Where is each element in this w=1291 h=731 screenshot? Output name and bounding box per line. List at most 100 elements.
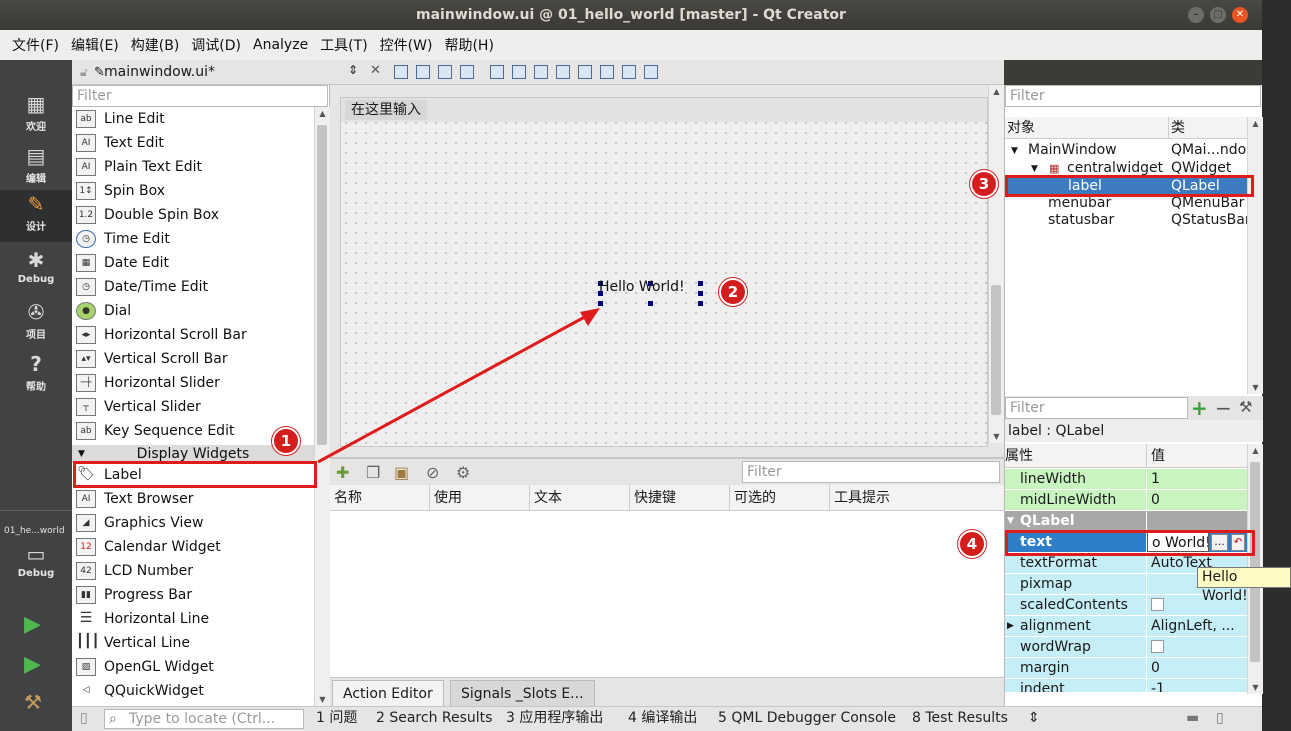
output-qml-debugger[interactable]: 5 QML Debugger Console [718,710,897,726]
prop-scaledcontents[interactable]: scaledContents [1005,595,1247,616]
menu-debug[interactable]: 调试(D) [191,38,242,54]
break-layout-icon[interactable] [622,65,636,79]
resize-handle[interactable] [698,291,703,296]
resize-handle[interactable] [648,281,653,286]
menu-edit[interactable]: 编辑(E) [70,38,119,54]
mode-debug[interactable]: ✱ Debug [0,246,72,298]
layout-horizontal-icon[interactable] [490,65,504,79]
property-filter-input[interactable]: Filter [1005,397,1188,419]
more-panes-icon[interactable]: ⇕ [1028,710,1040,726]
tree-row-centralwidget[interactable]: ▼ ▦ centralwidget QWidget [1005,160,1247,177]
reset-icon[interactable]: ↶ [1231,534,1245,551]
widget-opengl[interactable]: ▨OpenGL Widget [72,655,314,679]
scroll-up-icon[interactable]: ▲ [1252,119,1259,128]
expand-arrow-icon[interactable]: ▼ [1011,146,1018,156]
widget-qquickwidget[interactable]: ◁QQuickWidget [72,679,314,703]
adjust-size-icon[interactable] [644,65,658,79]
word-wrap-checkbox[interactable] [1151,640,1164,653]
scroll-up-icon[interactable]: ▲ [319,109,326,118]
widget-vertical-scroll-bar[interactable]: ▴▾Vertical Scroll Bar [72,347,314,371]
layout-vertical-icon[interactable] [512,65,526,79]
close-icon[interactable]: ✕ [1232,7,1248,23]
mode-design[interactable]: ✎ 设计 [0,190,72,242]
prop-value[interactable]: 1 [1151,471,1160,487]
widget-horizontal-line[interactable]: ☰Horizontal Line [72,607,314,631]
col-object[interactable]: 对象 [1005,117,1169,138]
mode-projects[interactable]: ✇ 项目 [0,298,72,350]
layout-form-icon[interactable] [578,65,592,79]
progress-details-icon[interactable]: ▬ [1186,710,1200,726]
edit-buddies-icon[interactable] [438,65,452,79]
scroll-thumb[interactable] [317,125,327,445]
new-action-icon[interactable]: ✚ [336,463,350,482]
locator-input[interactable]: ⌕ Type to locate (Ctrl... [104,709,304,729]
prop-value[interactable]: AlignLeft, ... [1151,618,1235,634]
close-document-icon[interactable]: ✕ [370,63,381,78]
edit-signals-icon[interactable] [416,65,430,79]
prop-value[interactable]: 0 [1151,660,1160,676]
mode-welcome[interactable]: ▦ 欢迎 [0,90,72,142]
col-value[interactable]: 值 [1151,448,1165,464]
col-shortcut[interactable]: 快捷键 [630,485,730,510]
widget-date-edit[interactable]: ▦Date Edit [72,251,314,275]
resize-handle[interactable] [698,281,703,286]
mode-help[interactable]: ? 帮助 [0,350,72,402]
tab-action-editor[interactable]: Action Editor [332,680,444,707]
widget-datetime-edit[interactable]: ◷Date/Time Edit [72,275,314,299]
menu-analyze[interactable]: Analyze [253,37,309,53]
menu-help[interactable]: 帮助(H) [444,38,494,54]
scroll-down-icon[interactable]: ▼ [993,432,1000,441]
run-icon[interactable]: ▶ [24,612,41,637]
mode-edit[interactable]: ▤ 编辑 [0,142,72,194]
wrench-icon[interactable]: ⚒ [1239,398,1253,416]
scroll-down-icon[interactable]: ▼ [1252,383,1259,392]
tree-row-menubar[interactable]: menubar QMenuBar [1005,195,1247,212]
remove-property-icon[interactable]: − [1215,396,1232,420]
output-issues[interactable]: 1 问题 [316,710,358,726]
widget-horizontal-slider[interactable]: ─┼Horizontal Slider [72,371,314,395]
target-selector[interactable]: ▭ Debug [0,540,72,592]
scroll-thumb[interactable] [991,285,1001,415]
add-property-icon[interactable]: + [1191,396,1208,420]
scroll-thumb[interactable] [1250,462,1260,662]
debug-run-icon[interactable]: ▶ [24,652,41,677]
widget-time-edit[interactable]: ◷Time Edit [72,227,314,251]
splitter-vertical-icon[interactable] [556,65,570,79]
col-class[interactable]: 类 [1171,120,1185,136]
gear-icon[interactable]: ⚙ [456,463,471,482]
delete-icon[interactable]: ⊘ [426,463,440,482]
minimize-icon[interactable]: – [1188,7,1204,23]
tree-row-statusbar[interactable]: statusbar QStatusBar [1005,212,1251,229]
prop-value[interactable]: -1 [1151,681,1165,693]
widget-spin-box[interactable]: 1↕Spin Box [72,179,314,203]
col-text[interactable]: 文本 [530,485,630,510]
ellipsis-button[interactable]: ... [1211,534,1228,551]
scaled-contents-checkbox[interactable] [1151,598,1164,611]
category-display-widgets[interactable]: ▼Display Widgets [72,445,314,463]
col-name[interactable]: 名称 [330,485,430,510]
output-search-results[interactable]: 2 Search Results [376,710,493,726]
scroll-down-icon[interactable]: ▼ [319,695,326,704]
prop-value[interactable]: AutoText [1151,555,1212,571]
resize-handle[interactable] [598,281,603,286]
widget-progress-bar[interactable]: ▮▮Progress Bar [72,583,314,607]
output-application[interactable]: 3 应用程序输出 [506,710,604,726]
resize-handle[interactable] [698,301,703,306]
resize-handle[interactable] [598,301,603,306]
sidebar-toggle-icon[interactable]: ▯ [80,710,88,726]
prop-value[interactable]: 0 [1151,492,1160,508]
col-property[interactable]: 属性 [1005,444,1147,468]
expand-arrow-icon[interactable]: ▶ [1007,621,1014,631]
output-pane-toggle-icon[interactable]: ▯ [1216,710,1224,726]
col-used[interactable]: 使用 [430,485,530,510]
